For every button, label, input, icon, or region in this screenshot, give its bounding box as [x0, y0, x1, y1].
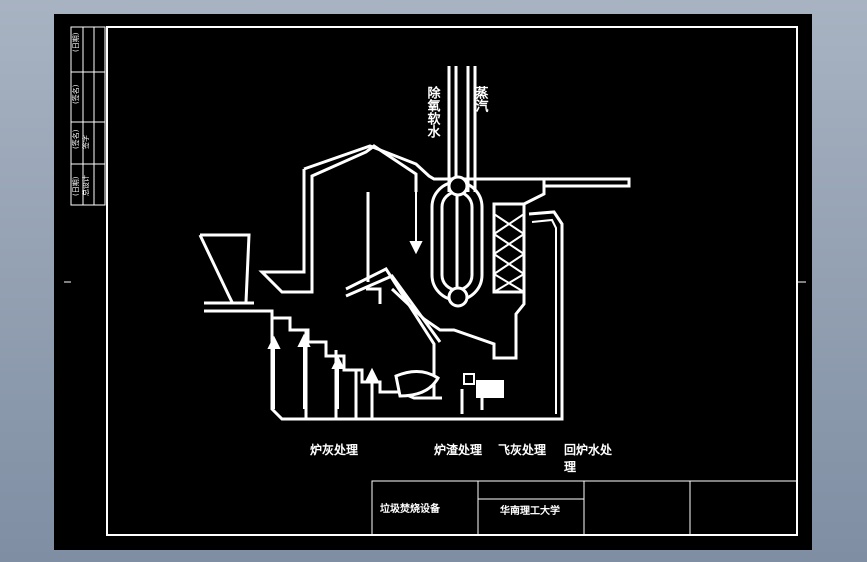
drawing-canvas: (日期) (签名) (签名) 签字 (日期) 总设计 垃圾焚烧设备 华南理工大学: [64, 26, 806, 536]
mud-drum: [447, 286, 469, 308]
economizer-box: [492, 202, 526, 294]
fan-housing: [463, 373, 475, 385]
furnace-roof-outer: [303, 144, 546, 206]
up-arrow-icon-3: [331, 355, 345, 369]
feed-hopper-right: [200, 233, 251, 303]
up-arrow-icon-4: [365, 367, 379, 381]
label-deaerated-water: 除氧软水: [425, 85, 442, 139]
water-return-label-2: 理: [564, 460, 576, 474]
incinerator-diagram: [198, 66, 631, 421]
flow-arrows: [267, 192, 423, 409]
fan-motor: [476, 380, 504, 398]
margin-cell-1: (日期): [72, 32, 80, 52]
steam-label: 蒸汽: [473, 85, 489, 113]
steam-drum: [447, 175, 469, 197]
margin-cell-4: 签字: [81, 135, 90, 149]
water-return-inner: [531, 218, 557, 414]
feed-hopper-left: [198, 234, 234, 303]
cad-viewport[interactable]: (日期) (签名) (签名) 签字 (日期) 总设计 垃圾焚烧设备 华南理工大学: [54, 14, 812, 550]
drawing-border: [106, 26, 798, 536]
title-block: [371, 480, 798, 536]
slag-label: 炉渣处理: [434, 442, 482, 457]
margin-strip: [70, 26, 106, 206]
water-return-loop: [270, 210, 564, 421]
exit-duct: [524, 177, 631, 188]
water-return-label-1: 回炉水处: [564, 442, 613, 457]
bottom-ash-label: 炉灰处理: [310, 442, 358, 457]
deaerated-water-label: 除氧软水: [425, 85, 442, 139]
boiler-passage: [390, 209, 526, 360]
organization-name: 华南理工大学: [500, 504, 560, 517]
label-steam: 蒸汽: [473, 85, 489, 113]
furnace-roof: [258, 144, 418, 294]
margin-cell-3: (签名): [71, 129, 80, 149]
down-arrow-icon: [409, 241, 423, 255]
chamber-notch: [366, 287, 382, 304]
slag-bucket: [394, 370, 440, 398]
economizer-crosses: [493, 213, 525, 293]
up-arrow-icon-1: [267, 335, 281, 349]
up-arrow-icon-2: [297, 333, 311, 347]
margin-cell-2: (签名): [71, 84, 80, 104]
drawing-name: 垃圾焚烧设备: [380, 502, 441, 515]
margin-cell-6: 总设计: [81, 175, 90, 196]
margin-cell-5: (日期): [72, 176, 80, 196]
fly-ash-label: 飞灰处理: [498, 442, 546, 457]
